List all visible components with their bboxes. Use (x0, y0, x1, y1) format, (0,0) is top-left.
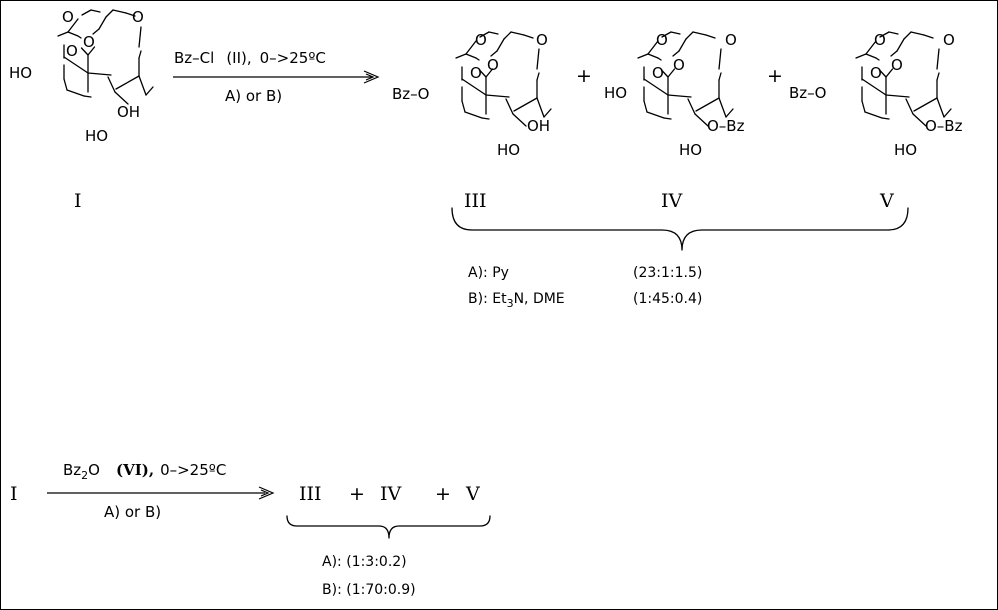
atom-o-left: O (470, 64, 482, 82)
condition-b-label: B): Et3N, DME (468, 291, 565, 310)
atom-oh-right: OH (117, 103, 140, 121)
product-brace-reaction2 (286, 515, 491, 539)
atom-o-center: O (487, 56, 499, 74)
atom-o-left: O (652, 64, 664, 82)
atom-o-left: O (66, 42, 78, 60)
plus-sign: + (576, 65, 592, 87)
plus-sign: + (435, 483, 451, 505)
plus-sign: + (767, 65, 783, 87)
compound-label-I-reaction2: I (10, 483, 18, 505)
atom-oh-right: OH (527, 117, 550, 135)
atom-ho-bottom: HO (85, 127, 108, 145)
condition-a-ratio: (23:1:1.5) (633, 265, 702, 281)
product-brace (451, 207, 909, 251)
compound-label-I: I (74, 190, 82, 212)
compound-III-structure: O O O O Bz–O OH HO (392, 31, 552, 159)
condition-b-ratio-reaction2: B): (1:70:0.9) (322, 582, 416, 598)
condition-a-label: A): Py (468, 265, 509, 281)
reaction1-conditions: A) or B) (225, 87, 282, 105)
atom-ho-bottom: HO (894, 141, 917, 159)
plus-sign: + (349, 483, 365, 505)
compound-label-V: V (879, 190, 894, 212)
reaction1-arrow-head-icon (363, 70, 380, 84)
atom-o-top-left: O (475, 31, 487, 49)
atom-o-top-left: O (62, 8, 74, 26)
compound-I-structure: O O O O HO OH HO (9, 8, 154, 145)
compound-IV-structure: O O O O HO O–Bz HO (604, 31, 745, 159)
reaction2-arrow-head-icon (258, 486, 275, 500)
atom-o-top-left: O (656, 31, 668, 49)
atom-o-top-right: O (725, 31, 737, 49)
atom-ho-left: HO (604, 84, 627, 102)
reaction2-conditions: A) or B) (104, 503, 161, 521)
reaction2-reagent-line: Bz2O(VI),0–>25ºC (63, 461, 226, 482)
atom-o-bz-right: O–Bz (707, 117, 745, 135)
condition-a-ratio-reaction2: A): (1:3:0.2) (322, 554, 407, 570)
atom-o-center: O (891, 56, 903, 74)
atom-o-center: O (83, 33, 95, 51)
atom-bz-o-left: Bz–O (392, 85, 429, 103)
atom-bz-o-left: Bz–O (789, 84, 826, 102)
atom-o-left: O (870, 64, 882, 82)
reaction1-reagent-line: Bz–Cl(II),0–>25ºC (174, 49, 326, 67)
atom-ho-bottom: HO (497, 141, 520, 159)
compound-label-IV: IV (661, 190, 683, 212)
compound-label-IV-reaction2: IV (380, 483, 402, 505)
atom-o-top-left: O (874, 31, 886, 49)
condition-b-ratio: (1:45:0.4) (633, 291, 702, 307)
compound-label-III: III (464, 190, 487, 212)
atom-ho-left: HO (9, 64, 32, 82)
atom-o-top-right: O (943, 31, 955, 49)
atom-o-top-right: O (132, 8, 144, 26)
compound-V-structure: O O O O Bz–O O–Bz HO (789, 31, 963, 159)
atom-o-center: O (673, 56, 685, 74)
compound-label-III-reaction2: III (299, 483, 322, 505)
atom-o-bz-right: O–Bz (925, 117, 963, 135)
atom-ho-bottom: HO (679, 141, 702, 159)
compound-label-V-reaction2: V (465, 483, 480, 505)
atom-o-top-right: O (536, 31, 548, 49)
